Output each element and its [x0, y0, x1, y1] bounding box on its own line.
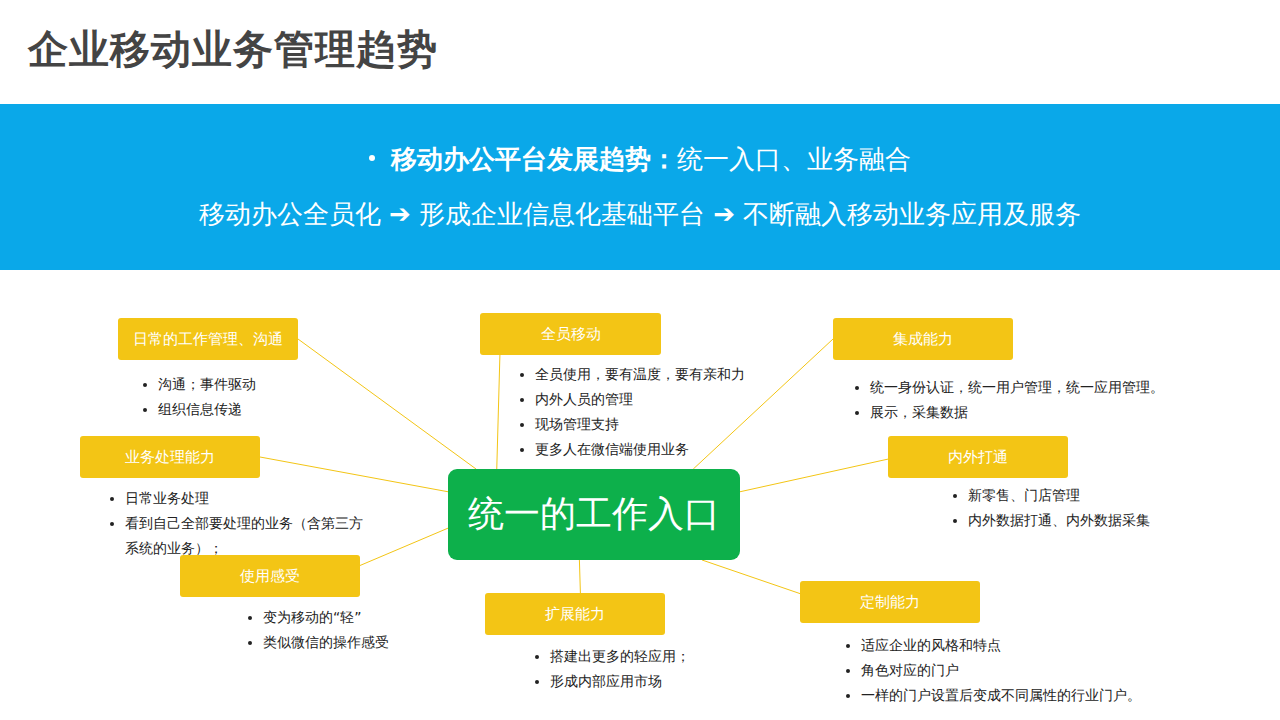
bullet-list: 全员使用，要有温度，要有亲和力内外人员的管理现场管理支持更多人在微信端使用业务 [517, 362, 795, 462]
connector-line [740, 459, 888, 492]
bullet-item: 看到自己全部要处理的业务（含第三方系统的业务）； [125, 511, 370, 561]
trend-text: 统一入口、业务融合 [677, 144, 911, 174]
hub-box: 统一的工作入口 [448, 469, 740, 560]
bullet-item: 变为移动的“轻” [263, 605, 463, 630]
bullet-item: 展示，采集数据 [870, 400, 1200, 425]
topic-box: 内外打通新零售、门店管理内外数据打通、内外数据采集 [888, 436, 1068, 478]
page-title: 企业移动业务管理趋势 [28, 22, 438, 77]
topic-box: 使用感受变为移动的“轻”类似微信的操作感受 [180, 555, 360, 597]
bullet-item: 适应企业的风格和特点 [861, 633, 1181, 658]
topic-box: 集成能力统一身份认证，统一用户管理，统一应用管理。展示，采集数据 [833, 318, 1013, 360]
bullet-item: 一样的门户设置后变成不同属性的行业门户。 [861, 683, 1181, 708]
connector-line [579, 560, 580, 593]
bullet-item: 统一身份认证，统一用户管理，统一应用管理。 [870, 375, 1200, 400]
bullet-list: 新零售、门店管理内外数据打通、内外数据采集 [950, 483, 1208, 533]
topic-label: 扩展能力 [545, 605, 605, 624]
connector-line [702, 560, 800, 594]
topic-label: 内外打通 [948, 448, 1008, 467]
bullet-list: 沟通；事件驱动组织信息传递 [140, 372, 358, 422]
bullet-item: 类似微信的操作感受 [263, 630, 463, 655]
bullet-item: 全员使用，要有温度，要有亲和力 [535, 362, 795, 387]
bullet-item: 新零售、门店管理 [968, 483, 1208, 508]
hub-label: 统一的工作入口 [468, 490, 720, 539]
connector-line [360, 528, 448, 565]
topic-label: 全员移动 [541, 325, 601, 344]
bullet-list: 日常业务处理看到自己全部要处理的业务（含第三方系统的业务）； [107, 486, 370, 561]
connector-line [260, 457, 448, 492]
connector-line [298, 339, 476, 469]
trend-flow: 移动办公全员化 ➔ 形成企业信息化基础平台 ➔ 不断融入移动业务应用及服务 [0, 197, 1280, 232]
bullet-dot [369, 155, 375, 161]
topic-box: 扩展能力搭建出更多的轻应用；形成内部应用市场 [485, 593, 665, 635]
bullet-item: 搭建出更多的轻应用； [550, 644, 750, 669]
bullet-list: 搭建出更多的轻应用；形成内部应用市场 [532, 644, 750, 694]
bullet-item: 现场管理支持 [535, 412, 795, 437]
band-item: 移动办公平台发展趋势：统一入口、业务融合 [369, 142, 911, 177]
topic-label: 业务处理能力 [125, 448, 215, 467]
topic-box: 全员移动全员使用，要有温度，要有亲和力内外人员的管理现场管理支持更多人在微信端使… [480, 313, 661, 355]
topic-box: 业务处理能力日常业务处理看到自己全部要处理的业务（含第三方系统的业务）； [80, 436, 260, 478]
bullet-item: 更多人在微信端使用业务 [535, 437, 795, 462]
topic-label: 定制能力 [860, 593, 920, 612]
bullet-item: 内外人员的管理 [535, 387, 795, 412]
bullet-item: 日常业务处理 [125, 486, 370, 511]
bullet-item: 组织信息传递 [158, 397, 358, 422]
topic-box: 日常的工作管理、沟通沟通；事件驱动组织信息传递 [118, 318, 298, 360]
trend-band: 移动办公平台发展趋势：统一入口、业务融合移动办公全员化 ➔ 形成企业信息化基础平… [0, 104, 1280, 270]
topic-label: 集成能力 [893, 330, 953, 349]
bullet-item: 沟通；事件驱动 [158, 372, 358, 397]
connector-line [693, 339, 833, 469]
bullet-list: 变为移动的“轻”类似微信的操作感受 [245, 605, 463, 655]
bullet-item: 形成内部应用市场 [550, 669, 750, 694]
bullet-item: 角色对应的门户 [861, 658, 1181, 683]
topic-box: 定制能力适应企业的风格和特点角色对应的门户一样的门户设置后变成不同属性的行业门户… [800, 581, 980, 623]
connector-line [497, 355, 500, 469]
bullet-list: 适应企业的风格和特点角色对应的门户一样的门户设置后变成不同属性的行业门户。 [843, 633, 1181, 708]
bullet-item: 内外数据打通、内外数据采集 [968, 508, 1208, 533]
topic-label: 日常的工作管理、沟通 [133, 330, 283, 349]
bullet-list: 统一身份认证，统一用户管理，统一应用管理。展示，采集数据 [852, 375, 1200, 425]
trend-heading: 移动办公平台发展趋势： [391, 144, 677, 174]
band-list: 移动办公平台发展趋势：统一入口、业务融合 [0, 142, 1280, 177]
topic-label: 使用感受 [240, 567, 300, 586]
